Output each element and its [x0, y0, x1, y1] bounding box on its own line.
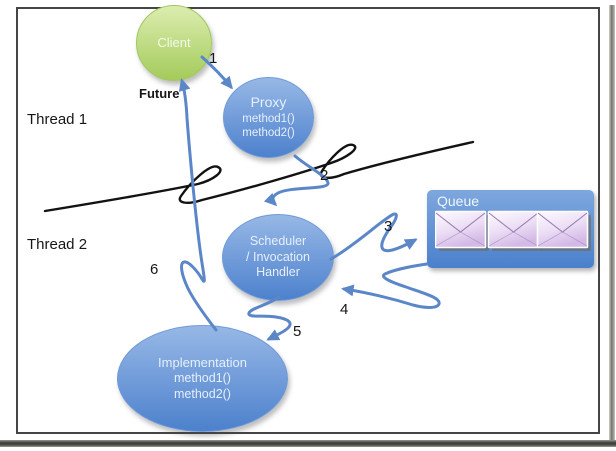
implementation-method2: method2() [174, 386, 231, 401]
implementation-title: Implementation [158, 354, 247, 370]
future-label: Future [139, 86, 180, 101]
scheduler-line3: Handler [256, 265, 300, 280]
scheduler-node: Scheduler / Invocation Handler [222, 214, 334, 301]
thread1-label: Thread 1 [27, 111, 88, 128]
bottom-shadow [0, 440, 616, 447]
proxy-method1: method1() [242, 112, 295, 125]
thread2-label: Thread 2 [27, 236, 88, 253]
right-shadow [609, 5, 615, 445]
envelope-icon [435, 210, 489, 251]
implementation-method1: method1() [174, 371, 231, 385]
step-3-label: 3 [384, 218, 393, 235]
step-4-label: 4 [340, 301, 349, 318]
queue-box: Queue [427, 190, 594, 268]
proxy-title: Proxy [250, 94, 287, 111]
envelope-strip [435, 210, 591, 251]
envelope-icon [487, 210, 542, 251]
step-1-label: 1 [209, 50, 218, 67]
client-title: Client [157, 34, 191, 50]
scheduler-line2: / Invocation [246, 249, 310, 264]
step-5-label: 5 [293, 323, 302, 340]
envelope-icon [536, 210, 591, 251]
scheduler-line1: Scheduler [249, 234, 307, 249]
implementation-node: Implementation method1() method2() [117, 325, 288, 432]
proxy-node: Proxy method1() method2() [223, 77, 314, 158]
step-2-label: 2 [320, 167, 329, 184]
step-6-label: 6 [150, 261, 159, 278]
proxy-method2: method2() [242, 127, 295, 140]
queue-title: Queue [437, 193, 480, 209]
client-node: Client [136, 5, 212, 81]
